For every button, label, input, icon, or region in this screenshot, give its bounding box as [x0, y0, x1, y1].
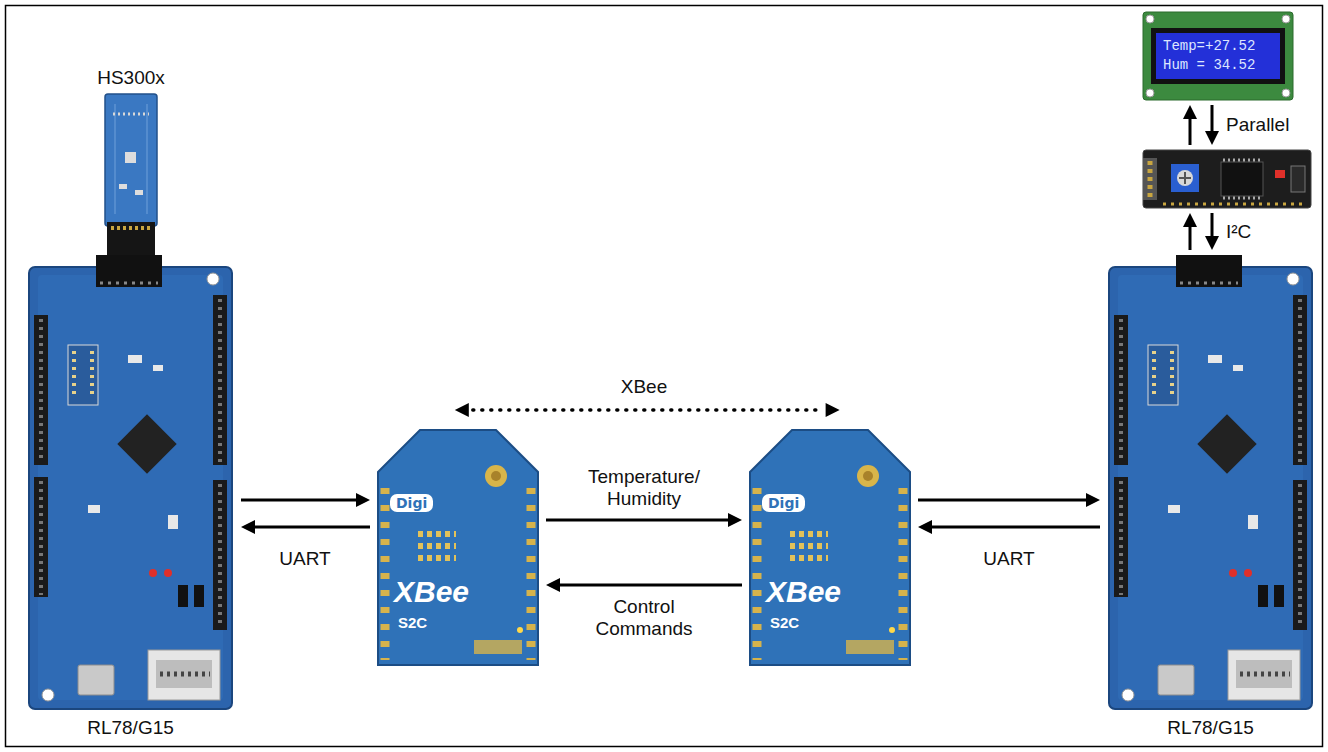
- edge-label: Parallel: [1226, 114, 1306, 136]
- connector-line: [1189, 225, 1192, 250]
- connector-arrow: [918, 520, 1100, 534]
- connector-arrow: [918, 493, 1100, 507]
- connector-line: [546, 519, 730, 522]
- connector-arrow: [546, 578, 742, 592]
- i2c-adapter: [1143, 150, 1311, 208]
- arrow-head: [455, 403, 469, 417]
- arrow-head: [728, 513, 742, 527]
- edge-label: XBee: [594, 376, 694, 398]
- connector-line: [918, 499, 1088, 502]
- connector-arrow: [241, 520, 370, 534]
- lcd-text: Hum = 34.52: [1163, 57, 1278, 74]
- connector-line: [1211, 213, 1214, 238]
- connector-line: [253, 526, 370, 529]
- mcu-board: RL78/G15: [28, 255, 233, 742]
- logo-text: Digi: [390, 494, 433, 512]
- frame: [6, 6, 1323, 747]
- connector-line: [558, 584, 742, 587]
- lcd-module: [1143, 12, 1293, 100]
- connector-line: [473, 408, 822, 412]
- logo-text: XBee: [394, 576, 469, 608]
- arrow-head: [1086, 493, 1100, 507]
- logo-text: S2C: [398, 614, 427, 632]
- wireless-link: [455, 403, 840, 417]
- xbee-module: [378, 430, 538, 665]
- logo-text: XBee: [766, 576, 841, 608]
- edge-label: I²C: [1226, 221, 1286, 243]
- connector-arrow: [1183, 213, 1197, 250]
- edge-label: Temperature/ Humidity: [564, 466, 724, 510]
- arrow-head: [1183, 213, 1197, 227]
- connector-line: [930, 526, 1100, 529]
- logo-text: S2C: [770, 614, 799, 632]
- connector-line: [1189, 117, 1192, 145]
- connector-arrow: [546, 513, 742, 527]
- lcd-text: Temp=+27.52: [1163, 38, 1278, 55]
- mcu-board: [1109, 255, 1312, 709]
- connector-arrow: [1205, 213, 1219, 250]
- i2c-adapter: [1143, 150, 1311, 208]
- sensor-board: HS300x: [86, 66, 176, 255]
- connector-line: [1211, 105, 1214, 133]
- arrow-head: [1183, 105, 1197, 119]
- board-caption: RL78/G15: [1108, 716, 1313, 740]
- xbee-module: DigiXBeeS2C: [378, 430, 538, 665]
- connector-arrow: [1205, 105, 1219, 145]
- board-caption: RL78/G15: [28, 716, 233, 740]
- arrow-head: [1205, 131, 1219, 145]
- lcd-module: Temp=+27.52Hum = 34.52: [1143, 12, 1293, 100]
- mcu-board: RL78/G15: [1108, 255, 1313, 742]
- xbee-module: [750, 430, 910, 665]
- arrow-head: [826, 403, 840, 417]
- edge-label: UART: [265, 548, 345, 570]
- arrow-head: [546, 578, 560, 592]
- board-caption: HS300x: [86, 66, 176, 90]
- logo-text: Digi: [762, 494, 805, 512]
- connector-arrow: [1183, 105, 1197, 145]
- connector-line: [241, 499, 358, 502]
- edge-label: Control Commands: [579, 596, 709, 640]
- sensor-board: [105, 94, 157, 255]
- arrow-head: [241, 520, 255, 534]
- arrow-head: [918, 520, 932, 534]
- edge-label: UART: [969, 548, 1049, 570]
- arrow-head: [1205, 236, 1219, 250]
- xbee-module: DigiXBeeS2C: [750, 430, 910, 665]
- mcu-board: [29, 255, 232, 709]
- arrow-head: [356, 493, 370, 507]
- connector-arrow: [241, 493, 370, 507]
